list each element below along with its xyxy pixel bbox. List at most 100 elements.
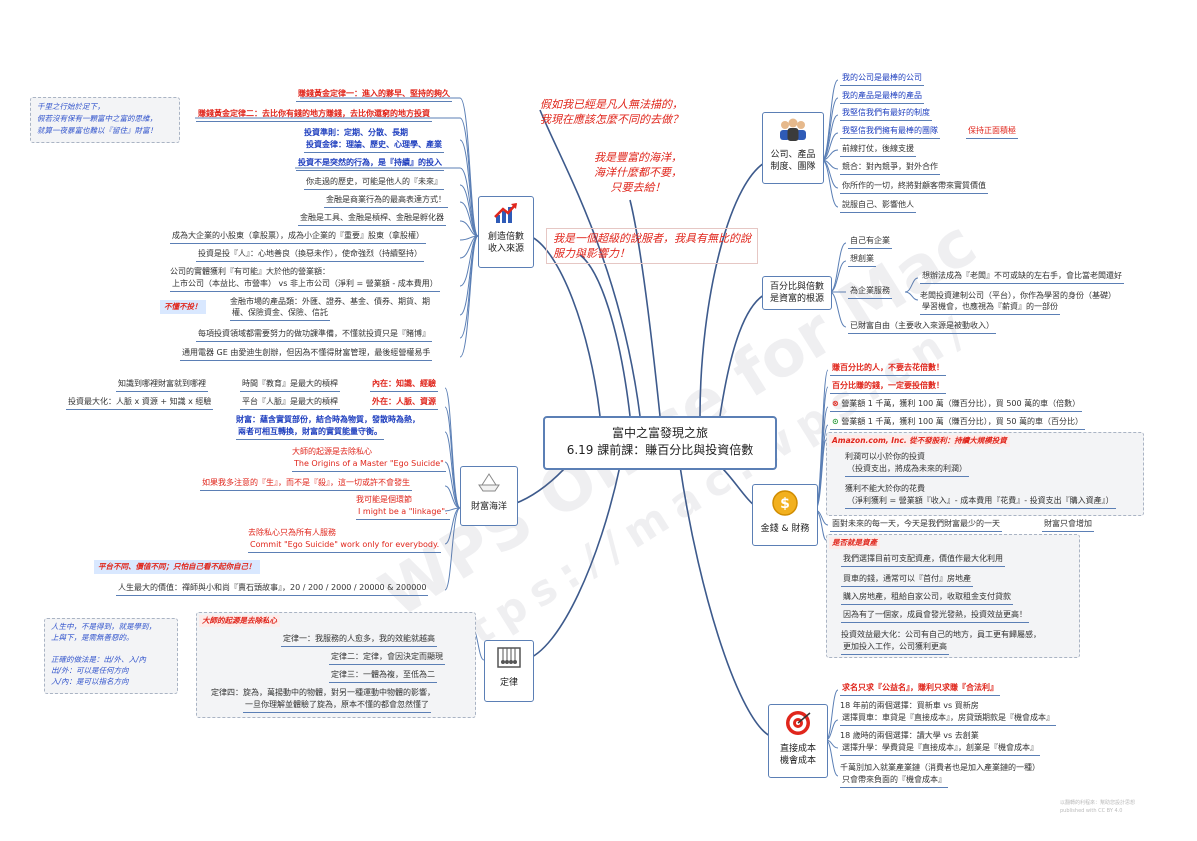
branch-money[interactable]: $ 金錢 & 財務 bbox=[752, 484, 818, 546]
note-line: 只要去給！ bbox=[610, 181, 666, 194]
branch-percent[interactable]: 百分比與倍數 是資富的根源 bbox=[762, 276, 832, 310]
cost-item[interactable]: 18 年前的兩個選擇：買新車 vs 買新房 bbox=[840, 701, 979, 710]
floating-note-3[interactable]: 我是一個超級的說服者，我具有無比的說 服力與影響力！ bbox=[546, 228, 758, 264]
percent-sub[interactable]: 想辦法成為『老闆』不可或缺的左右手，會比當老闆還好 bbox=[920, 270, 1124, 284]
branch-law[interactable]: 定律 bbox=[484, 640, 534, 702]
money-item[interactable]: 財富只會增加 bbox=[1042, 518, 1094, 532]
law-item[interactable]: 一旦你理解並體驗了旋為，原本不懂的都會忽然懂了 bbox=[243, 699, 431, 713]
wealth-item[interactable]: 投資是投『人』：心地善良（換惡未作），使命強烈（持續堅持） bbox=[196, 248, 424, 262]
company-item[interactable]: 我的公司是最棒的公司 bbox=[840, 72, 924, 86]
money-item[interactable]: （淨利獲利 = 營業額『收入』- 成本費用『花費』- 投資支出『購入資產』） bbox=[845, 495, 1116, 509]
central-topic[interactable]: 富中之富發現之旅 6.19 課前課：賺百分比與投資倍數 bbox=[543, 416, 777, 470]
ocean-item[interactable]: 大師的起源是去除私心 bbox=[292, 447, 372, 456]
wealth-item[interactable]: 金融是商業行為的最高表達方式！ bbox=[324, 194, 448, 208]
money-item[interactable]: （投資支出，將成為未來的利潤） bbox=[845, 463, 969, 477]
company-item[interactable]: 我堅信我們擁有最棒的團隊 bbox=[840, 125, 940, 139]
ocean-item[interactable]: 兩者可相互轉換，財富的實質能量守衡。 bbox=[236, 426, 384, 440]
money-item[interactable]: 利潤可以小於你的投資 bbox=[845, 452, 925, 461]
money-item[interactable]: ⊗ 營業額 1 千萬，獲利 100 萬（賺百分比），買 500 萬的車（倍數） bbox=[830, 398, 1083, 412]
company-item[interactable]: 前線打仗，後線支援 bbox=[840, 143, 916, 157]
cost-item[interactable]: 千萬別加入就業產業鏈（消費者也是加入產業鏈的一種） bbox=[840, 763, 1040, 772]
company-item[interactable]: 我的產品是最棒的產品 bbox=[840, 90, 924, 104]
percent-item[interactable]: 自己有企業 bbox=[848, 235, 892, 249]
floating-note-2[interactable]: 我是豐富的海洋， 海洋什麼都不要， 只要去給！ bbox=[594, 150, 682, 195]
ocean-item[interactable]: 財富：蘊含實質部份，結合時為物質，發散時為熱， bbox=[236, 415, 420, 424]
ocean-item[interactable]: 投資最大化：人脈 x 資源 + 知識 x 經驗 bbox=[66, 396, 214, 410]
wealth-item[interactable]: 賺錢黃金定律二：去比你有錢的地方賺錢，去比你還窮的地方投資 bbox=[196, 108, 432, 122]
law-item[interactable]: 定律一：我服務的人愈多，我的效能就越高 bbox=[281, 633, 437, 647]
money-item[interactable]: 購入房地產，租給自家公司，收取租金支付貸款 bbox=[841, 591, 1013, 605]
law-item[interactable]: 定律三：一體為複，至低為二 bbox=[329, 669, 437, 683]
percent-item[interactable]: 想創業 bbox=[848, 253, 876, 267]
ocean-item[interactable]: 時間『教育』是最大的槓桿 bbox=[240, 378, 340, 392]
cost-item[interactable]: 18 歲時的兩個選擇：讀大學 vs 去創業 bbox=[840, 731, 979, 740]
ocean-item[interactable]: 如果我多注意的『生』，而不是『殺』，這一切或許不會發生 bbox=[200, 477, 412, 491]
company-extra[interactable]: 保持正面積極 bbox=[966, 125, 1018, 139]
cost-item[interactable]: 求名只求『公益名』，賺利只求賺『合法利』 bbox=[840, 682, 1000, 696]
cost-item[interactable]: 只會帶來負面的『機會成本』 bbox=[840, 774, 948, 788]
ocean-item[interactable]: 人生最大的價值：禪師與小和尚『賣石頭故事』，20 / 200 / 2000 / … bbox=[116, 582, 429, 596]
money-item[interactable]: 我們選擇目前可支配資產，價值作最大化利用 bbox=[841, 553, 1005, 567]
law-item[interactable]: 定律二：定律，會因決定而顯現 bbox=[329, 651, 445, 665]
wealth-item[interactable]: 金融市場的產品類：外匯、證券、基金、債券、期貨、期 bbox=[230, 297, 430, 306]
ocean-item[interactable]: 我可能是個環節 bbox=[356, 495, 412, 504]
ocean-item[interactable]: 去除私心只為所有人服務 bbox=[248, 528, 336, 537]
percent-sub[interactable]: 老闆投資建制公司（平台），你作為學習的身份（基礎） bbox=[920, 291, 1116, 300]
cost-item[interactable]: 選擇買車：車貸是『直接成本』，房貸頭期款是『機會成本』 bbox=[840, 712, 1056, 726]
money-item[interactable]: 獲利不能大於你的花費 bbox=[845, 484, 925, 493]
wealth-item[interactable]: 每項投資領域都需要努力的做功課準備，不懂就投資只是『賭博』 bbox=[196, 328, 432, 342]
wealth-item[interactable]: 你走過的歷史，可能是他人的『未來』 bbox=[304, 176, 444, 190]
percent-sub[interactable]: 學習機會，也應視為『薪資』的一部份 bbox=[920, 301, 1060, 315]
wealth-item[interactable]: 投資不是突然的行為，是『持續』的投入 bbox=[296, 157, 444, 171]
money-item[interactable]: ⊙ 營業額 1 千萬，獲利 100 萬（賺百分比），買 50 萬的車（百分比） bbox=[830, 416, 1086, 430]
wealth-item[interactable]: 投資金律：理論、歷史、心理學、產業 bbox=[304, 139, 444, 153]
ocean-item[interactable]: I might be a "linkage". bbox=[356, 506, 450, 520]
ocean-item[interactable]: 平台『人脈』是最大的槓桿 bbox=[240, 396, 340, 410]
company-item[interactable]: 你所作的一切，終將對顧客帶來實質價值 bbox=[840, 180, 988, 194]
money-item[interactable]: 因為有了一個家，成員會發光發熱，投資效益更高！ bbox=[841, 609, 1029, 623]
wealth-item[interactable]: 公司的實體獲利『有可能』大於他的營業額： bbox=[170, 267, 330, 276]
wealth-item[interactable]: 上市公司（本益比、市營率） vs 非上市公司（淨利 = 營業額 - 成本費用） bbox=[170, 278, 440, 292]
wealth-item[interactable]: 權、保險資金、保險、信託 bbox=[230, 307, 330, 321]
wealth-item[interactable]: 投資準則：定期、分散、長期 bbox=[304, 128, 408, 137]
branch-lines bbox=[195, 79, 919, 777]
percent-item[interactable]: 為企業服務 bbox=[848, 285, 892, 299]
floating-note-1[interactable]: 假如我已經是凡人無法描的， 我現在應該怎麼不同的去做？ bbox=[540, 97, 683, 127]
branch-label: 公司、產品 bbox=[770, 150, 816, 160]
branch-cost[interactable]: 直接成本 機會成本 bbox=[768, 704, 828, 778]
company-item[interactable]: 競合：對內競爭，對外合作 bbox=[840, 161, 940, 175]
wealth-item[interactable]: 通用電器 GE 由愛迪生創辦，但因為不懂得財富管理，最後經營權易手 bbox=[180, 347, 433, 361]
money-item[interactable]: 買車的錢，通常可以『首付』房地產 bbox=[841, 573, 973, 587]
ocean-item[interactable]: 內在：知識、經驗 bbox=[370, 378, 438, 392]
money-item[interactable]: 賺百分比的人，不要去花倍數！ bbox=[830, 362, 946, 376]
ocean-item[interactable]: 知識到哪裡財富就到哪裡 bbox=[116, 378, 208, 392]
amazon-tag: Amazon.com, Inc. 從不發股利：持續大規模投資 bbox=[829, 435, 1010, 447]
ocean-item[interactable]: 外在：人脈、資源 bbox=[370, 396, 438, 410]
law-item[interactable]: 定律四：旋為，萬揚動中的物體，對另一種運動中物體的影響， bbox=[211, 688, 435, 697]
percent-item[interactable]: 已財富自由（主要收入來源是被動收入） bbox=[848, 320, 996, 334]
money-item[interactable]: 投資效益最大化：公司有自己的地方，員工更有歸屬感， bbox=[841, 630, 1041, 639]
company-item[interactable]: 我堅信我們有最好的制度 bbox=[840, 107, 932, 121]
team-people-icon bbox=[780, 118, 806, 141]
branch-ocean[interactable]: 財富海洋 bbox=[460, 466, 518, 526]
curve-wealth bbox=[529, 235, 601, 417]
note-line: 就算一夜暴富也難以『留住』財富！ bbox=[37, 126, 157, 135]
company-item[interactable]: 說服自己、影響他人 bbox=[840, 199, 916, 213]
cost-item[interactable]: 選擇升學：學費貸是『直接成本』，創業是『機會成本』 bbox=[840, 742, 1040, 756]
money-item-text: 營業額 1 千萬，獲利 100 萬（賺百分比），買 50 萬的車（百分比） bbox=[841, 417, 1084, 426]
ocean-item[interactable]: Commit "Ego Suicide" work only for every… bbox=[248, 539, 442, 553]
ocean-item[interactable]: The Origins of a Master "Ego Suicide" bbox=[292, 458, 446, 472]
money-item[interactable]: 面對未來的每一天，今天是我們財富最少的一天 bbox=[830, 518, 1002, 532]
money-item[interactable]: 更加投入工作，公司獲利更高 bbox=[841, 641, 949, 655]
branch-company[interactable]: 公司、產品 制度、團隊 bbox=[762, 112, 824, 184]
note-line: 我是豐富的海洋， bbox=[594, 151, 682, 164]
curve-note1 bbox=[539, 109, 641, 417]
wealth-item[interactable]: 賺錢黃金定律一：進入的夥早、堅持的夠久 bbox=[296, 88, 452, 102]
wealth-item[interactable]: 金融是工具、金融是槓桿、金融是孵化器 bbox=[298, 212, 446, 226]
wealth-tag: 不懂不投！ bbox=[160, 300, 206, 314]
wealth-blue-note: 千里之行始於足下， 假若沒有保有一顆富中之富的思維， 就算一夜暴富也難以『留住』… bbox=[30, 97, 180, 143]
wealth-item[interactable]: 成為大企業的小股東（拿股票），成為小企業的『重要』股東（拿股權） bbox=[170, 230, 426, 244]
branch-wealth[interactable]: 創造倍數 收入來源 bbox=[478, 196, 534, 268]
money-item[interactable]: 百分比賺的錢，一定要投倍數！ bbox=[830, 380, 946, 394]
